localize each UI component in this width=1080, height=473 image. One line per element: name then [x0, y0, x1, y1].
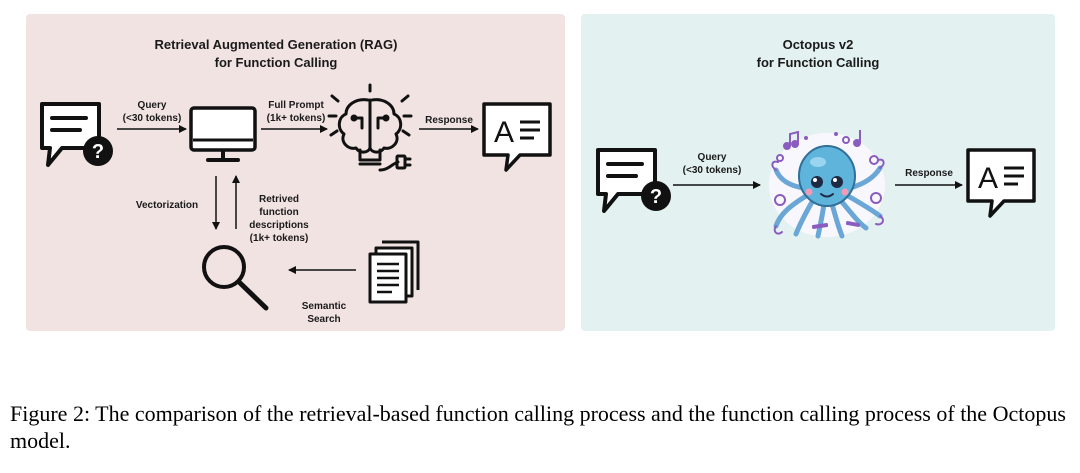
rag-title-line1: Retrieval Augmented Generation (RAG)	[154, 37, 398, 52]
label-octopus-response: Response	[905, 168, 953, 179]
octopus-title-line1: Octopus v2	[782, 37, 854, 52]
label-vectorization: Vectorization	[135, 200, 199, 211]
label-retrieved-line3: descriptions	[249, 220, 309, 231]
rag-panel	[26, 14, 565, 331]
label-query-line1: Query	[137, 100, 167, 111]
svg-text:?: ?	[650, 186, 662, 208]
label-full-prompt-line2: (1k+ tokens)	[266, 113, 326, 124]
rag-arrows	[117, 125, 479, 274]
label-retrieved: Retrived function descriptions (1k+ toke…	[240, 193, 318, 245]
rag-title-line2: for Function Calling	[214, 55, 338, 70]
label-response: Response	[425, 115, 473, 126]
monitor-icon	[189, 106, 257, 162]
label-octopus-query: Query (<30 tokens)	[664, 151, 760, 177]
svg-text:?: ?	[92, 141, 104, 163]
octopus-title-line2: for Function Calling	[756, 55, 880, 70]
rag-title: Retrieval Augmented Generation (RAG) for…	[76, 36, 476, 72]
label-full-prompt: Full Prompt (1k+ tokens)	[248, 99, 344, 125]
label-semantic-line1: Semantic	[301, 301, 347, 312]
chat-question-icon: ?	[40, 102, 113, 167]
label-semantic-line2: Search	[307, 314, 341, 325]
response-text-icon: A	[482, 102, 552, 172]
documents-icon	[368, 240, 420, 304]
figure-caption: Figure 2: The comparison of the retrieva…	[10, 401, 1066, 453]
svg-text:A: A	[494, 116, 514, 149]
octopus-illustration	[769, 130, 885, 239]
label-retrieved-line1: Retrived	[258, 194, 299, 205]
label-query-line2: (<30 tokens)	[122, 113, 182, 124]
brain-bulb-icon	[327, 83, 413, 172]
label-retrieved-line2: function	[259, 207, 299, 218]
response-text-icon: A	[966, 148, 1036, 218]
label-query: Query (<30 tokens)	[104, 99, 200, 125]
label-retrieved-line4: (1k+ tokens)	[249, 233, 309, 244]
label-octopus-query-line1: Query	[697, 152, 727, 163]
svg-text:A: A	[978, 162, 998, 195]
octopus-title: Octopus v2 for Function Calling	[668, 36, 968, 72]
chat-question-icon: ?	[596, 148, 671, 213]
label-full-prompt-line1: Full Prompt	[268, 100, 324, 111]
label-semantic-search: Semantic Search	[284, 300, 364, 326]
magnifier-icon	[202, 245, 269, 311]
label-octopus-query-line2: (<30 tokens)	[682, 165, 742, 176]
